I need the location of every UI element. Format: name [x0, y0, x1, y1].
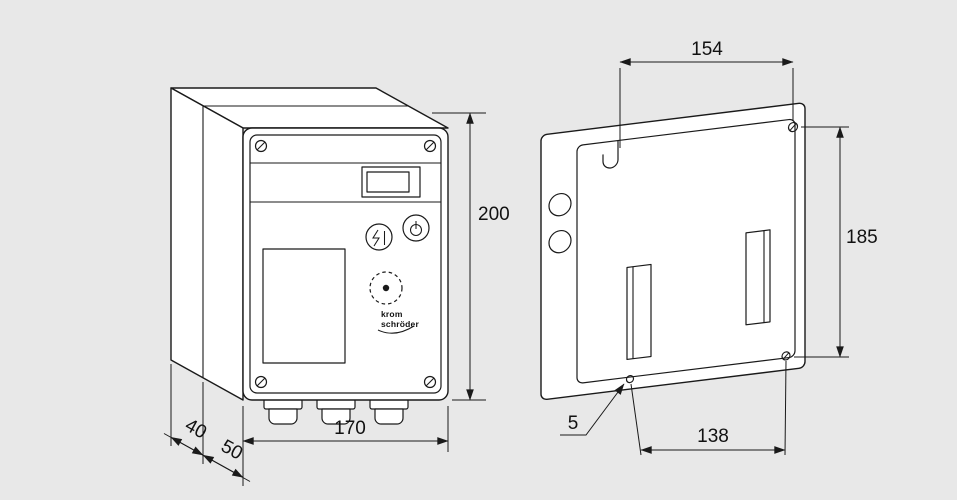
screw	[254, 375, 268, 389]
dim-hole-spacing-label: 138	[697, 426, 729, 447]
left-bracket	[626, 263, 652, 361]
dim-width: 170	[242, 406, 449, 486]
brand-logo: krom schröder	[377, 309, 419, 334]
door-inner-edge	[249, 134, 442, 394]
power-button	[402, 214, 430, 242]
dim-height-label: 200	[478, 204, 510, 225]
knockout-hole	[548, 229, 572, 254]
dimensions-right: 154 185 138 5	[560, 39, 878, 456]
left-face	[170, 87, 244, 401]
corner-screws	[254, 139, 437, 389]
dim-mount-width: 154	[619, 39, 794, 148]
dim-mount-height-label: 185	[846, 227, 878, 248]
dim-mount-width-label: 154	[691, 39, 723, 60]
logo-swoosh-icon	[377, 325, 415, 334]
screw-hole-bottom-right	[781, 351, 791, 361]
screw	[423, 139, 437, 153]
brand-line2: schröder	[381, 319, 419, 329]
keyhole-slot	[602, 140, 619, 169]
mount-hole-bottom-left	[625, 374, 635, 384]
cable-gland	[369, 398, 409, 425]
brand-line1: krom	[381, 309, 403, 319]
dim-hole-spacing: 138	[630, 360, 787, 456]
cable-glands	[263, 398, 409, 425]
flame-sensor-knob	[369, 271, 403, 305]
knob-center-dot	[382, 284, 390, 292]
display	[361, 166, 421, 198]
dim-height: 200	[432, 112, 510, 401]
screw-hole-top-right	[787, 121, 799, 133]
rear-mounting-view	[540, 102, 806, 401]
reset-icon	[372, 229, 380, 247]
dim-door-depth-label: 50	[217, 436, 246, 465]
knockout-hole	[548, 192, 572, 217]
front-window	[262, 248, 346, 364]
screw	[254, 139, 268, 153]
dim-mount-height: 185	[794, 126, 878, 358]
housing-outline	[540, 102, 806, 401]
right-bracket	[745, 229, 771, 326]
dim-hole-offset: 5	[560, 383, 625, 436]
dim-housing-depth-label: 40	[181, 415, 210, 444]
dim-hole-offset-label: 5	[568, 413, 579, 434]
dim-width-label: 170	[334, 418, 366, 439]
cable-gland	[263, 398, 303, 425]
reset-button	[365, 223, 393, 251]
housing-inner-wall	[576, 118, 796, 384]
screw	[423, 375, 437, 389]
front-isometric-view: krom schröder	[170, 87, 449, 425]
